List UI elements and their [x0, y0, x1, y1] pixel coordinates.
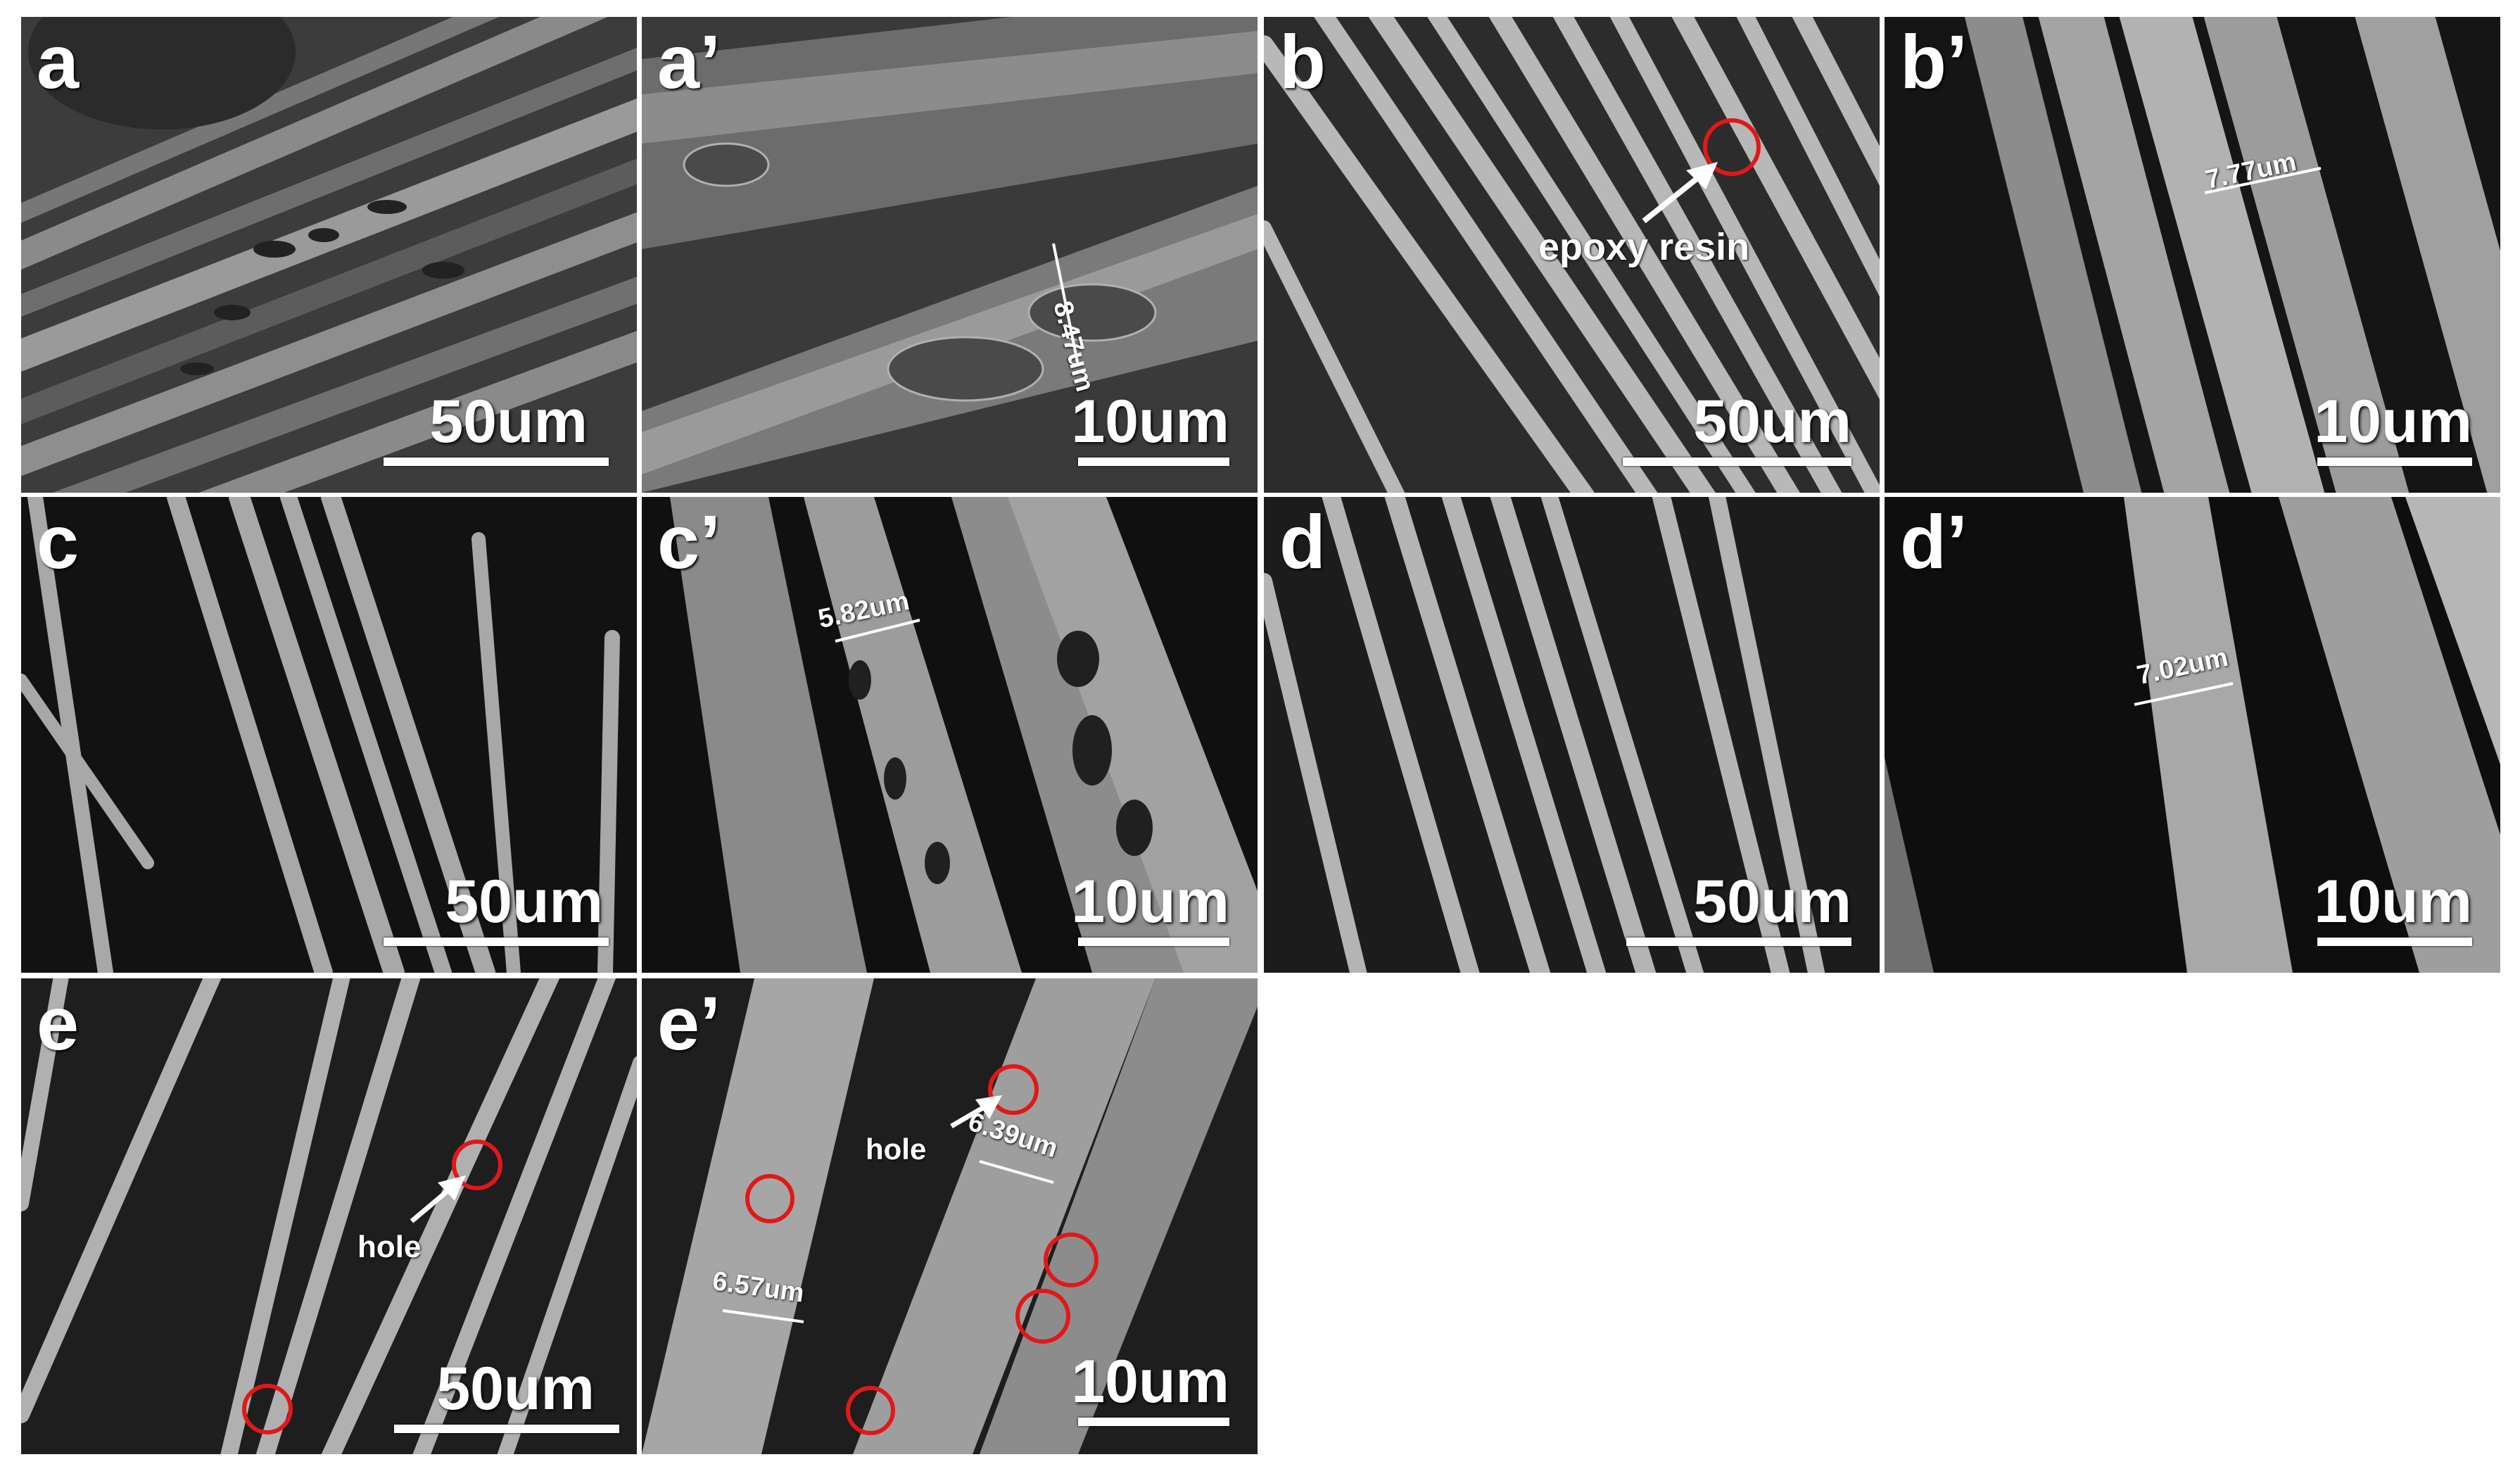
scale-bar-label: 50um: [436, 1355, 595, 1423]
sem-image-b: [1264, 17, 1880, 493]
scale-bar-label: 50um: [429, 388, 588, 455]
panel-label: a’: [657, 19, 721, 104]
panel-b: epoxy resin b 50um: [1264, 17, 1880, 493]
sem-image-a-prime: [642, 17, 1258, 493]
scale-bar: [2317, 938, 2472, 946]
panel-a-prime: 8.47um a’ 10um: [642, 17, 1258, 493]
panel-label: c: [37, 499, 80, 584]
hole-label: hole: [357, 1230, 422, 1264]
panel-label: b: [1279, 19, 1326, 104]
epoxy-resin-label: epoxy resin: [1538, 226, 1750, 268]
scale-bar-label: 10um: [2314, 868, 2472, 935]
scale-bar-label: 50um: [445, 868, 603, 935]
scale-bar: [1078, 458, 1229, 466]
panel-c: c 50um: [21, 497, 637, 973]
sem-image-a: [21, 17, 637, 493]
scale-bar: [394, 1425, 619, 1433]
panel-label: c’: [657, 499, 721, 584]
scale-bar-label: 50um: [1693, 868, 1851, 935]
scale-bar-label: 10um: [1071, 388, 1229, 455]
sem-image-b-prime: [1885, 17, 2500, 493]
sem-image-d-prime: [1885, 497, 2500, 973]
panel-c-prime: 5.82um c’ 10um: [642, 497, 1258, 973]
panel-b-prime: 7.77um b’ 10um: [1885, 17, 2500, 493]
panel-d: d 50um: [1264, 497, 1880, 973]
scale-bar: [384, 458, 609, 466]
scale-bar-label: 50um: [1693, 388, 1851, 455]
hole-label: hole: [866, 1133, 927, 1166]
scale-bar: [1623, 458, 1851, 466]
sem-image-c: [21, 497, 637, 973]
scale-bar: [384, 938, 609, 946]
panel-e-prime: hole 6.39um 6.57um e’ 10um: [642, 978, 1258, 1454]
scale-bar: [1078, 938, 1229, 946]
panel-d-prime: 7.02um d’ 10um: [1885, 497, 2500, 973]
scale-bar-label: 10um: [1071, 1348, 1229, 1415]
panel-a: a 50um: [21, 17, 637, 493]
scale-bar: [2317, 458, 2472, 466]
scale-bar-label: 10um: [2314, 388, 2472, 455]
panel-label: d’: [1900, 499, 1968, 584]
panel-label: e: [37, 980, 80, 1066]
scale-bar: [1626, 938, 1851, 946]
panel-e: hole e 50um: [21, 978, 637, 1454]
sem-image-d: [1264, 497, 1880, 973]
panel-label: a: [37, 19, 80, 104]
panel-label: b’: [1900, 19, 1968, 104]
scale-bar-label: 10um: [1071, 868, 1229, 935]
panel-label: e’: [657, 980, 721, 1066]
sem-image-c-prime: [642, 497, 1258, 973]
scale-bar: [1078, 1418, 1229, 1426]
panel-label: d: [1279, 499, 1326, 584]
